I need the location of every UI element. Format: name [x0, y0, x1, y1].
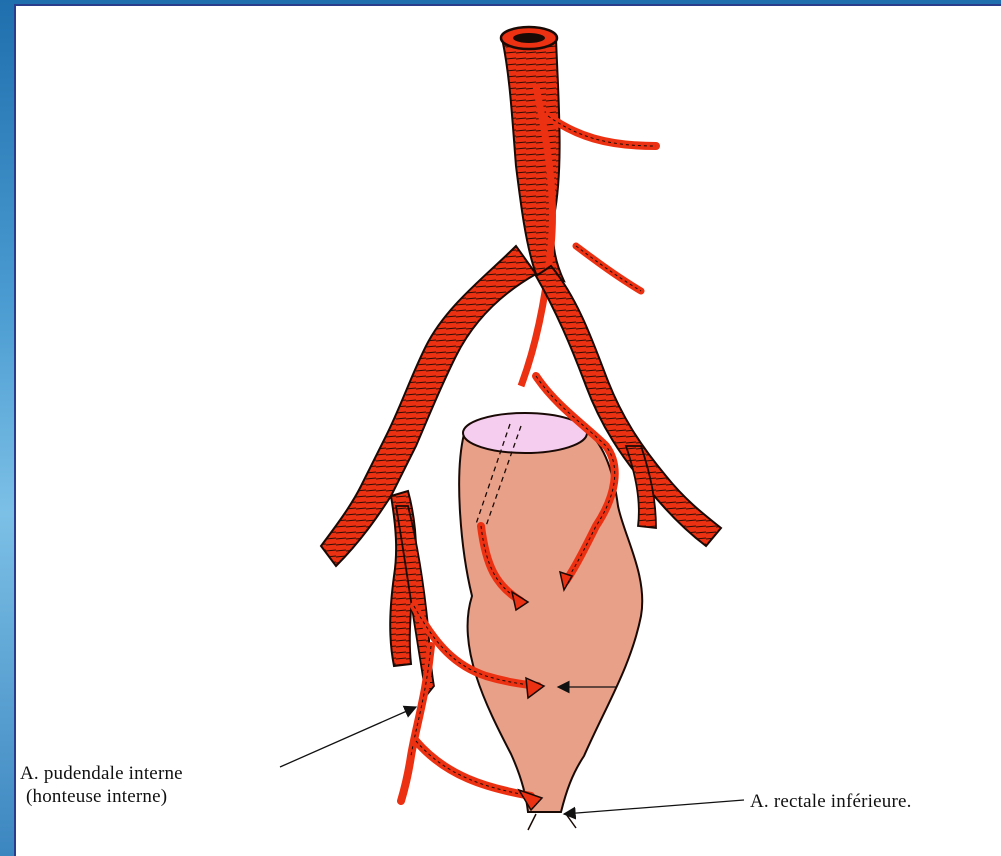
label-internal-pudendal-line2: (honteuse interne) — [20, 785, 183, 808]
label-inferior-rectal-artery: A. rectale inférieure. — [750, 790, 912, 813]
leader-line-pudendal — [280, 707, 416, 767]
rectum-lumen — [463, 413, 587, 453]
slide-frame: A. pudendale interne (honteuse interne) … — [14, 4, 1001, 856]
anatomy-illustration — [16, 6, 1001, 856]
label-internal-pudendal-artery: A. pudendale interne (honteuse interne) — [20, 762, 183, 808]
label-internal-pudendal-line1: A. pudendale interne — [20, 762, 183, 785]
leader-line-inferior-rectal — [564, 800, 744, 814]
